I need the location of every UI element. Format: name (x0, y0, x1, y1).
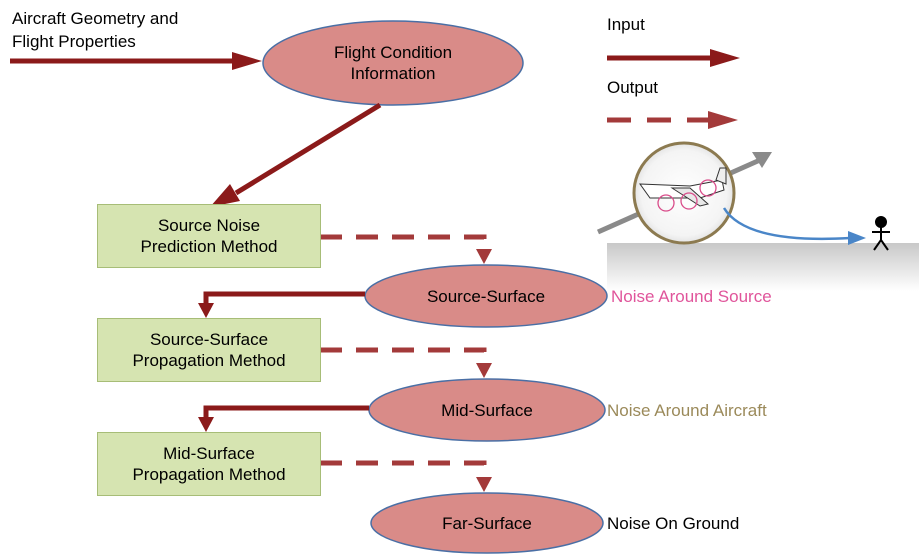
flight-condition-line1: Flight Condition (333, 43, 453, 62)
input-arrow-source-surface (198, 291, 365, 318)
aircraft-illustration (632, 141, 736, 245)
flight-condition-ellipse (262, 20, 524, 106)
ground-slab (607, 243, 919, 291)
legend-output-arrow (607, 111, 738, 129)
output-arrow-mid-propagation (320, 460, 492, 492)
source-noise-line1: Source Noise (157, 216, 261, 235)
person-icon (872, 216, 890, 251)
noise-around-aircraft-label: Noise Around Aircraft (607, 401, 767, 420)
flight-condition-line2: Information (350, 64, 436, 83)
aircraft-geometry-label-1: Aircraft Geometry and (12, 9, 179, 28)
mid-surface-prop-line2: Propagation Method (132, 465, 286, 484)
flight-condition-text: Flight Condition Information (263, 21, 523, 105)
output-arrow-source-propagation (320, 347, 492, 378)
far-surface-text: Far-Surface (442, 513, 532, 533)
noise-on-ground-label: Noise On Ground (607, 514, 740, 533)
source-surface-text: Source-Surface (426, 286, 546, 306)
mid-surface-text: Mid-Surface (441, 400, 533, 420)
noise-around-source-label: Noise Around Source (611, 287, 772, 306)
input-arrow-mid-surface (198, 405, 369, 432)
source-surface-prop-line2: Propagation Method (132, 351, 286, 370)
source-noise-prediction-box: Source Noise Prediction Method (97, 204, 321, 268)
flight-to-source-arrow (210, 102, 382, 207)
input-arrow-aircraft (10, 52, 262, 70)
source-surface-prop-line1: Source-Surface (149, 330, 269, 349)
legend-input-arrow (607, 49, 740, 67)
far-surface-ellipse (370, 492, 604, 554)
source-surface-propagation-box: Source-Surface Propagation Method (97, 318, 321, 382)
source-noise-line2: Prediction Method (140, 237, 278, 256)
legend-output-label: Output (607, 78, 659, 97)
mid-surface-prop-line1: Mid-Surface (163, 444, 255, 463)
mid-surface-propagation-box: Mid-Surface Propagation Method (97, 432, 321, 496)
propagation-path (722, 207, 866, 245)
legend-input-label: Input (607, 15, 645, 34)
output-arrow-source-noise (320, 234, 492, 264)
aircraft-geometry-label-2: Flight Properties (12, 32, 136, 51)
